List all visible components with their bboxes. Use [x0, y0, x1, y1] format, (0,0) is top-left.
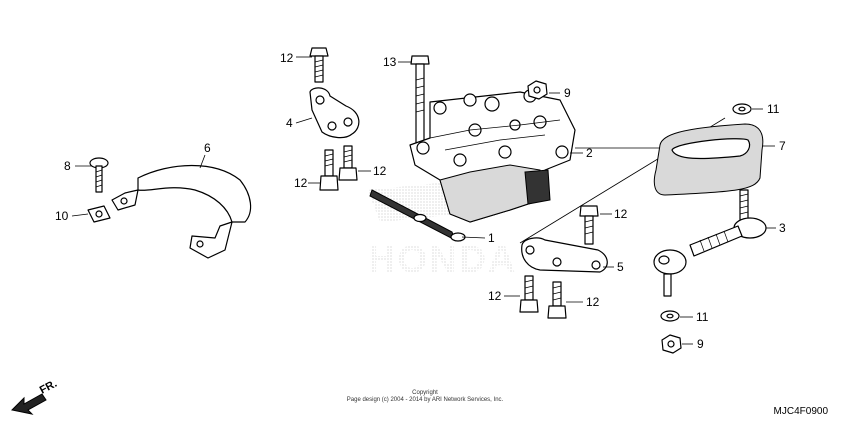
- clip-nut-part-10: [87, 205, 111, 223]
- callout-3: 3: [779, 221, 786, 235]
- callout-12: 12: [280, 51, 294, 65]
- main-unit-part-2: [409, 89, 576, 223]
- rubber-block-part-7: [653, 123, 764, 196]
- front-direction-indicator: FR.: [8, 378, 78, 423]
- washer-part-11-top: [732, 103, 752, 115]
- cover-part-6: [111, 165, 252, 259]
- callout-7: 7: [779, 139, 786, 153]
- sensor-part-1: [369, 189, 466, 242]
- callout-5: 5: [617, 260, 624, 274]
- callout-4: 4: [286, 116, 293, 130]
- callout-12: 12: [586, 295, 600, 309]
- callout-12: 12: [373, 164, 387, 178]
- diagram-code: MJC4F0900: [773, 406, 828, 417]
- callout-11: 11: [767, 102, 780, 116]
- callout-labels: 12 4 6 8 10 12 12 13 9 2 1 12 5 12 12 11…: [55, 51, 786, 351]
- copyright-title: Copyright: [412, 390, 438, 396]
- leader-lines: [71, 56, 776, 345]
- callout-10: 10: [55, 209, 69, 223]
- bolts-part-12-left: [319, 145, 358, 191]
- copyright-text: Page design (c) 2004 - 2014 by ARI Netwo…: [346, 397, 504, 403]
- link-rod-part-3: [653, 189, 767, 297]
- callout-12: 12: [614, 207, 628, 221]
- callout-11: 11: [696, 310, 709, 324]
- bolt-part-13: [410, 55, 430, 145]
- washer-part-11-bottom: [660, 310, 680, 322]
- bracket-part-4: [309, 87, 360, 139]
- callout-1: 1: [488, 231, 495, 245]
- screw-part-8: [89, 157, 109, 193]
- callout-12: 12: [488, 289, 502, 303]
- callout-13: 13: [383, 55, 397, 69]
- watermark-text: HONDA: [368, 239, 517, 281]
- callout-6: 6: [204, 141, 211, 155]
- bolt-part-12-top: [309, 47, 329, 83]
- bracket-part-5: [521, 237, 608, 273]
- nut-part-9-top: [527, 80, 548, 100]
- callout-8: 8: [64, 159, 71, 173]
- callout-12: 12: [294, 176, 308, 190]
- callout-2: 2: [586, 146, 593, 160]
- nut-part-9-bottom: [661, 334, 682, 354]
- callout-9: 9: [564, 86, 571, 100]
- callout-9: 9: [697, 337, 704, 351]
- bolts-part-12-lower: [519, 275, 567, 319]
- bolt-part-12-right: [579, 205, 599, 245]
- front-arrow-icon: FR.: [10, 378, 59, 415]
